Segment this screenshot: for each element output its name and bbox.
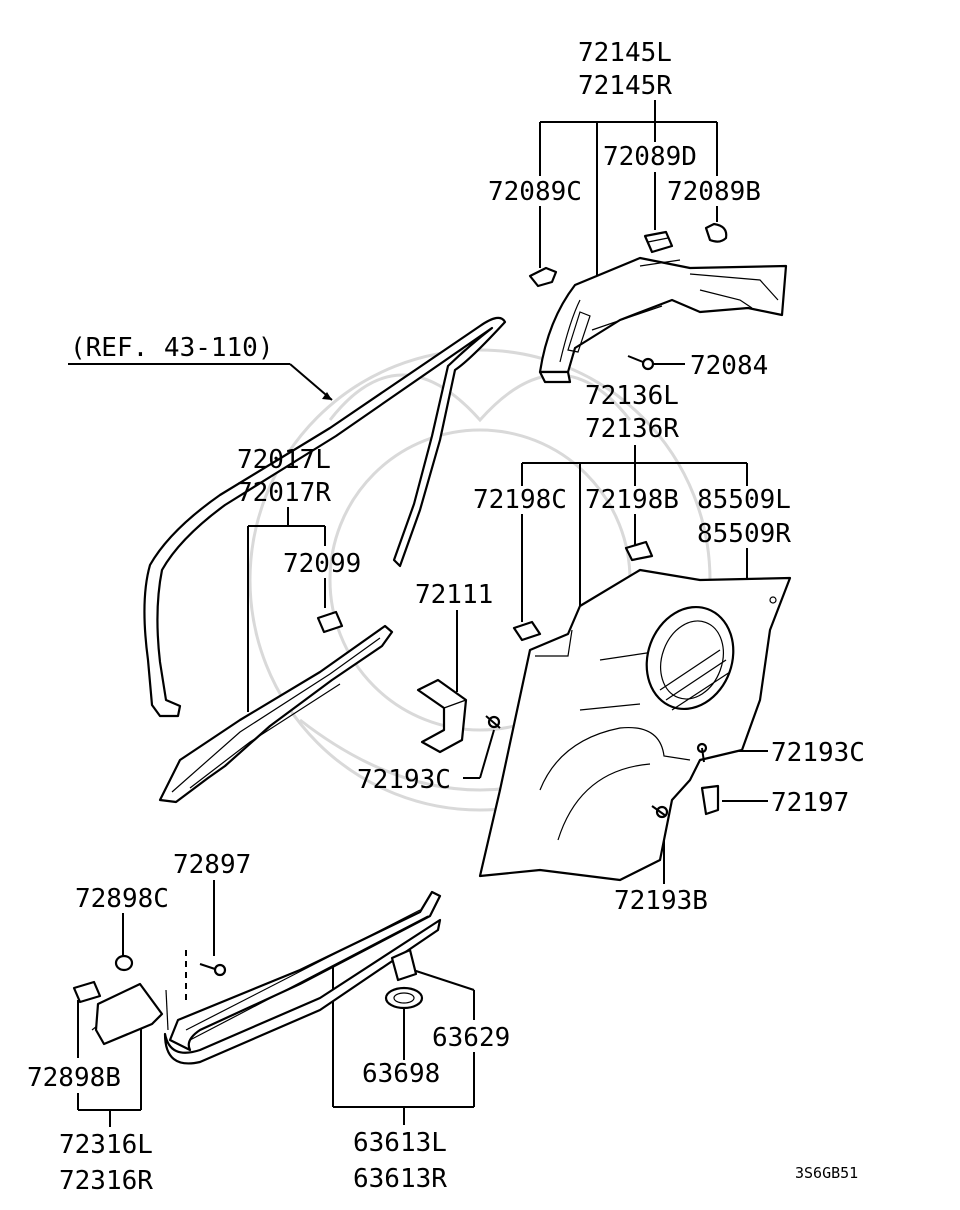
label-72198C: 72198C [473,485,567,515]
label-72193C-right: 72193C [771,738,865,768]
label-72145L: 72145L [578,38,672,68]
reference-label: (REF. 43-110) [70,333,274,363]
label-72017R: 72017R [237,478,331,508]
screw-72084 [627,355,655,371]
clip-72198C [512,620,542,642]
label-72089C: 72089C [488,177,582,207]
label-72898B: 72898B [27,1063,121,1093]
label-63613L: 63613L [353,1128,447,1158]
label-85509R: 85509R [697,519,791,549]
center-pillar-trim [158,624,394,804]
drawing-code: 3S6GB51 [795,1164,858,1182]
bracket-72111 [416,678,468,754]
label-72145R: 72145R [578,71,672,101]
label-72089D: 72089D [603,142,697,172]
label-72193B: 72193B [614,886,708,916]
scuff-plate [163,890,442,1065]
clip-72198B [624,540,654,562]
screw-72897 [199,963,227,977]
part-number-labels: 72145L 72145R 72089D 72089C 72089B 72084… [27,38,865,1196]
label-72136R: 72136R [585,414,679,444]
clip-72089B [704,222,728,243]
label-72017L: 72017L [237,445,331,475]
label-63613R: 63613R [353,1164,447,1194]
grommet-63698 [384,986,424,1010]
clip-72898B [72,980,102,1004]
screw-72193C-right [696,742,708,763]
grommet-72898C [114,954,134,972]
label-72136L: 72136L [585,381,679,411]
door-opening-weatherstrip [143,316,507,718]
label-72084: 72084 [690,351,768,381]
label-63698: 63698 [362,1059,440,1089]
label-72193C-left: 72193C [357,765,451,795]
label-72111: 72111 [415,580,493,610]
screw-72193B [651,805,669,819]
screw-72193C-left [485,715,501,729]
label-72197: 72197 [771,788,849,818]
label-72316L: 72316L [59,1130,153,1160]
lower-quarter-trim-panel [478,568,792,882]
label-85509L: 85509L [697,485,791,515]
label-72897: 72897 [173,850,251,880]
clip-72089C [528,266,558,288]
clip-72099 [316,610,344,634]
clip-63629 [390,948,418,982]
clip-72089D [643,230,674,254]
fastener-72197 [700,784,720,816]
upper-quarter-trim [538,256,788,384]
label-72898C: 72898C [75,884,169,914]
label-72198B: 72198B [585,485,679,515]
pillar-lower-cover [94,982,164,1046]
label-72316R: 72316R [59,1166,153,1196]
label-63629: 63629 [432,1023,510,1053]
label-72099: 72099 [283,549,361,579]
label-72089B: 72089B [667,177,761,207]
